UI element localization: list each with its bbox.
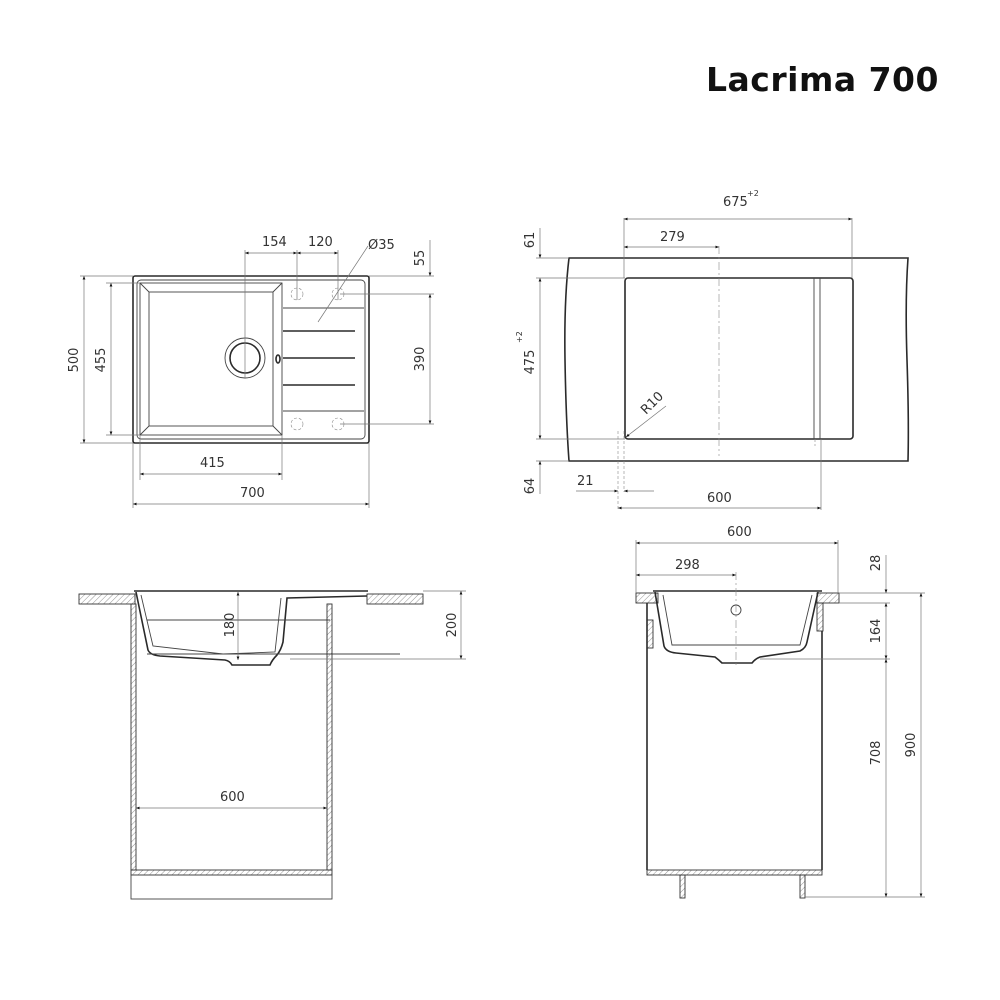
dim-cutout-width: 675: [723, 195, 748, 210]
dim-side-offset: 21: [577, 474, 594, 489]
dim-cutout-depth: 475: [523, 350, 538, 375]
dim-corner-radius: R10: [638, 389, 667, 418]
dim-bowl-depth: 455: [94, 348, 109, 373]
dim-hole-spacing: 120: [308, 235, 333, 250]
dim-hole-offset-top: 55: [413, 250, 428, 267]
dim-cabinet-width: 600: [707, 491, 732, 506]
dim-total-depth: 200: [445, 613, 460, 638]
dim-cutout-depth-tol: +2: [515, 331, 524, 343]
dim-front-margin: 61: [523, 232, 538, 249]
dim-overall-depth: 500: [67, 348, 82, 373]
dim-floor-to-bowl: 708: [869, 741, 884, 766]
dim-bowl-width: 415: [200, 456, 225, 471]
dim-hole-diameter: Ø35: [368, 238, 395, 253]
side-section: 600 298 28 164 708 900: [635, 525, 925, 899]
overflow: [275, 354, 281, 364]
dim-cabinet-width-front: 600: [220, 790, 245, 805]
dim-cabinet-depth: 600: [727, 525, 752, 540]
dim-hole-spacing-vertical: 390: [413, 347, 428, 372]
dim-bowl-depth-side: 164: [869, 619, 884, 644]
dim-back-margin: 64: [523, 478, 538, 495]
top-view: 154 120 Ø35 55 390 500 455 415 700: [67, 235, 434, 508]
product-title: Lacrima 700: [706, 60, 939, 99]
dim-drain-offset-side: 298: [675, 558, 700, 573]
dim-bowl-depth-front: 180: [223, 613, 238, 638]
dim-cutout-width-tol: +2: [747, 189, 759, 198]
cutout-view: 675 +2 279 61 475 +2 64 R10 21 600: [515, 189, 910, 510]
front-section: 180 200 600: [78, 590, 466, 900]
dim-center-offset: 279: [660, 230, 685, 245]
dim-total-height: 900: [904, 733, 919, 758]
dim-top-thickness: 28: [869, 555, 884, 572]
dim-drain-offset: 154: [262, 235, 287, 250]
dim-overall-width: 700: [240, 486, 265, 501]
